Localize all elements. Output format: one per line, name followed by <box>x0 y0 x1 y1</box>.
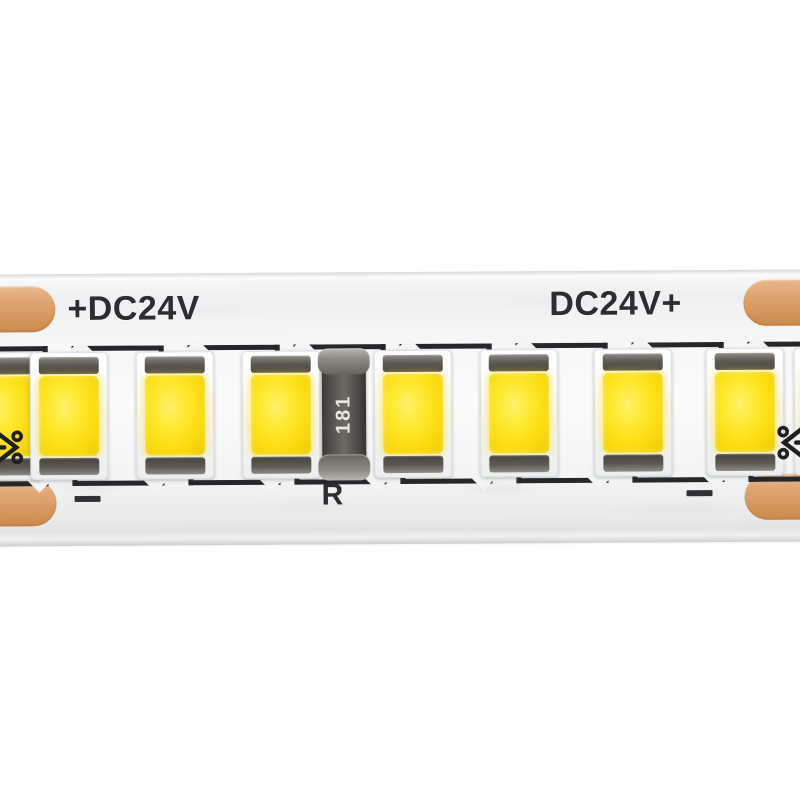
led-terminal-top <box>714 352 775 371</box>
resistor-terminal-bottom <box>318 454 371 481</box>
chip-resistor: 181 <box>316 346 373 482</box>
led-chip <box>697 347 793 477</box>
solder-pad-bottom-left <box>0 480 57 527</box>
led-terminal-bottom <box>489 455 550 473</box>
label-resistor-designator: R <box>321 478 344 512</box>
led-chip <box>127 351 223 480</box>
led-chip <box>585 348 681 477</box>
led-terminal-top <box>602 353 663 371</box>
led-chip <box>21 351 117 481</box>
solder-pad-top-left <box>0 286 56 333</box>
led-chip <box>365 349 461 479</box>
led-phosphor-window <box>38 375 100 457</box>
led-terminal-bottom <box>383 455 444 474</box>
led-terminal-bottom <box>251 456 312 474</box>
resistor-terminal-top <box>317 348 370 375</box>
solder-pad-top-right <box>743 279 800 326</box>
led-terminal-top <box>0 357 33 375</box>
led-phosphor-window <box>250 374 312 455</box>
label-polarity-positive-right: DC24V+ <box>549 284 682 324</box>
cut-mark-left-scissors-icon <box>0 428 24 467</box>
led-terminal-bottom <box>603 454 664 472</box>
led-chip <box>471 349 567 478</box>
led-terminal-top <box>250 355 311 373</box>
led-terminal-top <box>38 356 99 375</box>
led-terminal-top <box>488 354 549 372</box>
led-phosphor-window <box>488 373 550 454</box>
label-polarity-negative-right <box>686 490 713 497</box>
led-phosphor-window <box>602 372 664 453</box>
led-phosphor-window <box>382 373 444 455</box>
led-strip-pcb: 181 +DC24V DC24V+ R <box>0 269 800 547</box>
led-terminal-bottom <box>145 457 206 475</box>
led-terminal-top <box>144 356 205 374</box>
led-terminal-bottom <box>715 453 776 472</box>
led-phosphor-window <box>714 371 776 453</box>
cut-mark-right-scissors-icon <box>777 423 800 462</box>
led-terminal-top <box>382 354 443 373</box>
led-phosphor-window <box>144 375 206 456</box>
label-polarity-positive-left: +DC24V <box>67 289 200 329</box>
label-polarity-negative-left <box>74 495 101 502</box>
led-terminal-bottom <box>39 457 100 476</box>
led-chip <box>233 350 329 479</box>
resistor-marking-code: 181 <box>332 394 355 435</box>
